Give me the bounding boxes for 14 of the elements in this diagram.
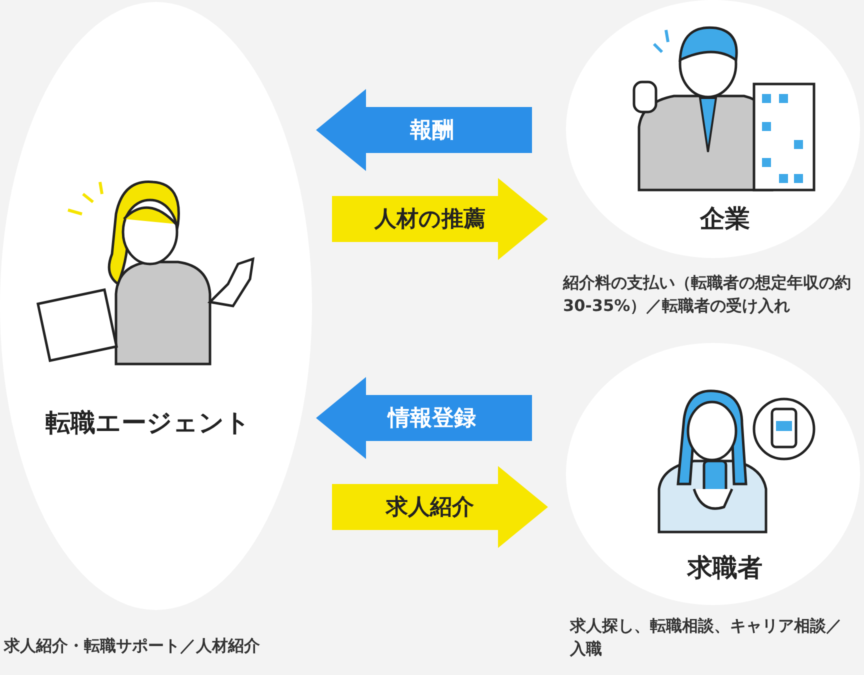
block-arrow [332,466,548,548]
node-label: 企業 [700,203,750,235]
description-text: 求人探し、転職相談、キャリア相談／入職 [570,615,843,660]
description-text: 求人紹介・転職サポート／人材紹介 [4,635,261,657]
edge-label: 人材の推薦 [374,206,486,234]
block-arrow [316,89,532,171]
edge-label: 報酬 [410,117,454,145]
edge-label: 求人紹介 [386,494,474,522]
node-label: 求職者 [688,552,762,584]
block-arrow [316,377,532,459]
description-text: 紹介料の支払い（転職者の想定年収の約30-35%）／転職者の受け入れ [563,272,852,317]
edge-label: 情報登録 [388,405,476,433]
block-arrow [332,178,548,260]
node-label: 転職エージェント [46,407,250,439]
